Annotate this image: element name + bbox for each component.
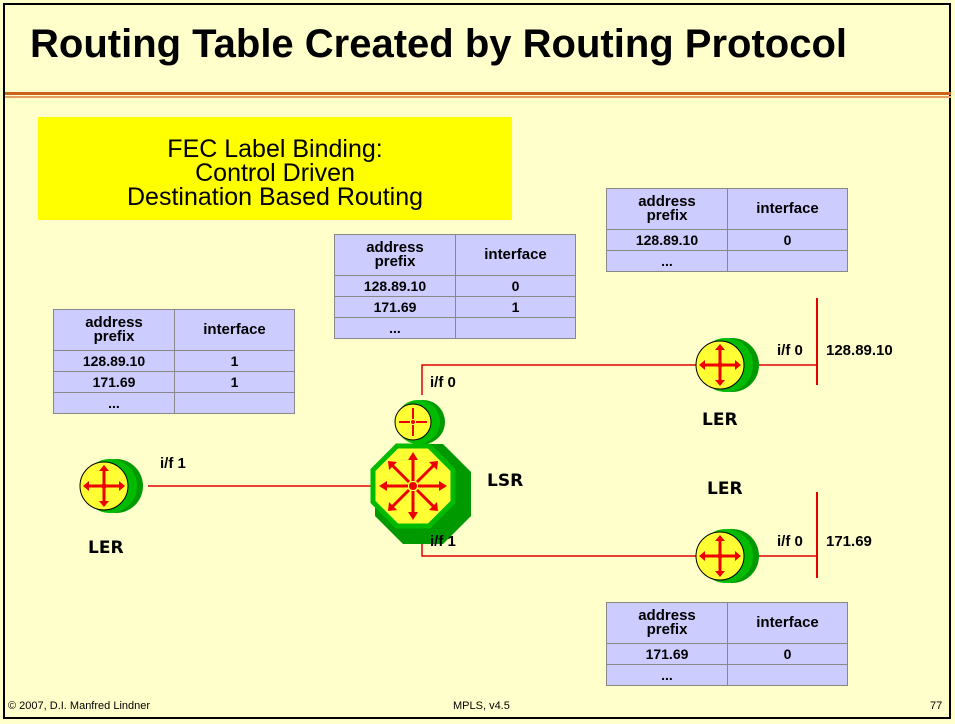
lsr-switch-icon [370,443,471,544]
header-prefix: prefix [646,207,688,224]
lsr-label: LSR [487,471,524,491]
footer-copyright: © 2007, D.I. Manfred Lindner [8,700,151,712]
link-lsr-to-bottom-ler [421,535,700,557]
cell-interface [727,664,848,686]
cell-interface: 1 [174,350,295,372]
slide-frame [3,3,951,719]
title-rule-accent [5,96,951,98]
lsr-if0-label: i/f 0 [430,374,456,391]
cell-prefix: 128.89.10 [606,229,728,251]
cell-interface: 0 [727,643,848,665]
ler-bottom-right-router-icon [694,529,759,583]
cell-prefix: ... [334,317,456,339]
cell-prefix: 128.89.10 [334,275,456,297]
cell-interface: 0 [455,275,576,297]
cell-interface: 1 [174,371,295,393]
cell-interface [455,317,576,339]
table-row: ... [53,392,295,414]
header-address: address [638,607,696,624]
link-lsr-to-top-ler [421,364,700,395]
ler-top-right-label: LER [702,410,738,430]
cell-prefix: ... [606,250,728,272]
header-interface: interface [455,234,576,276]
title-rule [5,92,951,95]
header-interface: interface [174,309,295,351]
header-address: address [366,239,424,256]
cell-prefix: ... [53,392,175,414]
cell-interface: 0 [727,229,848,251]
table-row: ... [606,250,848,272]
links [148,298,818,578]
cell-interface [174,392,295,414]
table-row: ... [334,317,576,339]
cell-interface: 1 [455,296,576,318]
left-ler-interface-label: i/f 1 [160,455,186,472]
ler-left-router-icon [78,459,143,513]
cell-prefix: ... [606,664,728,686]
cell-prefix: 171.69 [334,296,456,318]
fec-label-binding-box: FEC Label Binding: Control Driven Destin… [38,117,512,220]
header-interface: interface [727,602,848,644]
top-ler-interface-label: i/f 0 [777,342,803,359]
header-prefix: prefix [646,621,688,638]
header-address: address [638,193,696,210]
lsr-if1-label: i/f 1 [430,533,456,550]
header-prefix: prefix [93,328,135,345]
lsr-small-router-icon [394,400,445,444]
fec-line-1: FEC Label Binding: [167,135,383,163]
fec-line-3: Destination Based Routing [126,183,424,211]
ler-left-label: LER [88,538,124,558]
cell-interface [727,250,848,272]
cell-prefix: 171.69 [606,643,728,665]
fec-line-2: Control Driven [195,159,355,187]
header-address: address [85,314,143,331]
header-interface: interface [727,188,848,230]
ler-top-right-router-icon [694,338,759,392]
slide-title: Routing Table Created by Routing Protoco… [30,22,848,66]
ler-bottom-right-label: LER [707,479,743,499]
footer-course: MPLS, v4.5 [453,700,510,712]
cell-prefix: 171.69 [53,371,175,393]
network-top-prefix: 128.89.10 [826,342,893,359]
footer-page-number: 77 [930,700,943,712]
bottom-ler-interface-label: i/f 0 [777,533,803,550]
header-prefix: prefix [374,253,416,270]
cell-prefix: 128.89.10 [53,350,175,372]
table-row: ... [606,664,848,686]
network-bottom-prefix: 171.69 [826,533,872,550]
